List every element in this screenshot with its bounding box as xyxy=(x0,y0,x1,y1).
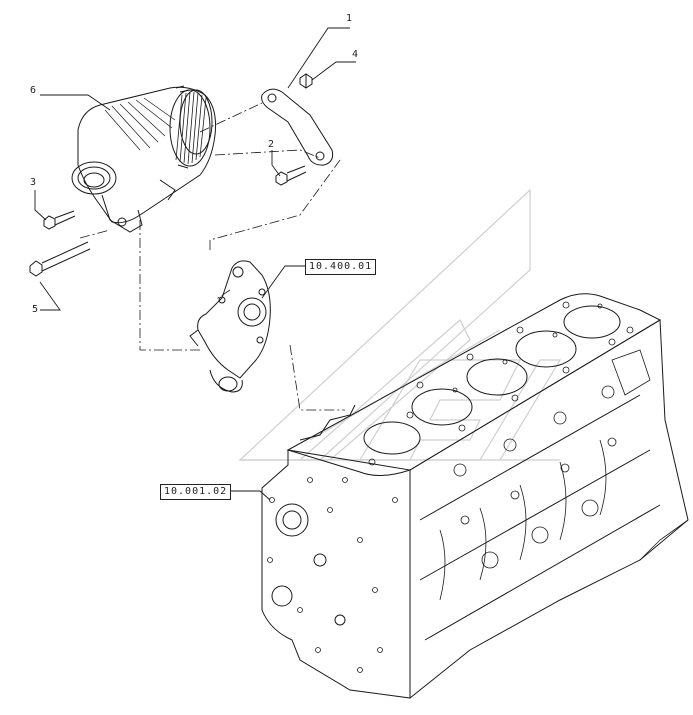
assembly-lines xyxy=(79,102,345,411)
bolt-2 xyxy=(275,165,307,186)
callout-3: 3 xyxy=(30,177,37,188)
bolt-5 xyxy=(29,241,91,277)
watermark-logo xyxy=(238,188,562,461)
water-pump-housing xyxy=(189,260,271,393)
bolt-4 xyxy=(299,73,313,89)
reference-box-engine-block: 10.001.02 xyxy=(160,484,232,500)
alternator xyxy=(71,85,216,233)
callout-6: 6 xyxy=(30,85,37,96)
callout-5: 5 xyxy=(32,304,39,315)
bolt-3 xyxy=(43,210,76,230)
bracket xyxy=(261,88,334,166)
callout-4: 4 xyxy=(352,49,359,60)
engine-block xyxy=(261,293,689,699)
callout-2: 2 xyxy=(268,139,275,150)
reference-box-water-pump: 10.400.01 xyxy=(305,259,377,275)
leader-lines xyxy=(34,27,356,501)
callout-1: 1 xyxy=(346,13,353,24)
